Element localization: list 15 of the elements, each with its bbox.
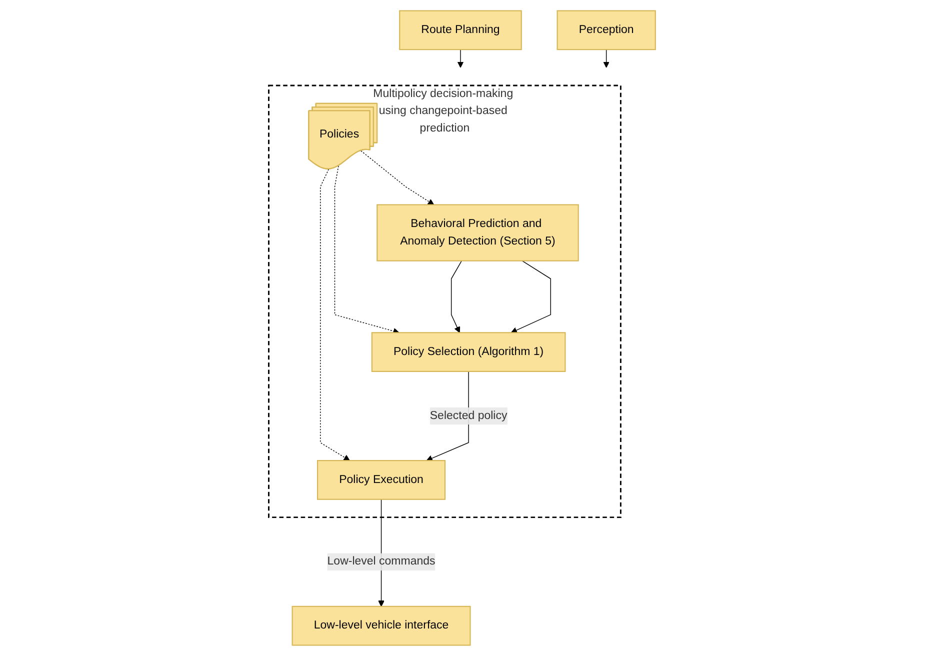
arrow <box>334 166 400 334</box>
arrow <box>320 168 350 461</box>
node-box: Route Planning <box>400 10 522 50</box>
arrow <box>511 260 552 334</box>
edge-label: Selected policy <box>430 410 508 422</box>
arrow <box>361 150 435 206</box>
edge-label: Low-level commands <box>328 555 436 568</box>
node-box: Policy Selection (Algorithm 1) <box>372 332 566 372</box>
arrow <box>451 260 462 333</box>
node-box: Policy Execution <box>317 460 446 500</box>
node-box: Low-level vehicle interface <box>292 606 472 646</box>
node-box: Perception <box>557 10 656 50</box>
node-box: Behavioral Prediction and Anomaly Detection (Section 5) <box>377 204 580 262</box>
arrow <box>604 49 610 68</box>
arrow <box>458 49 464 68</box>
